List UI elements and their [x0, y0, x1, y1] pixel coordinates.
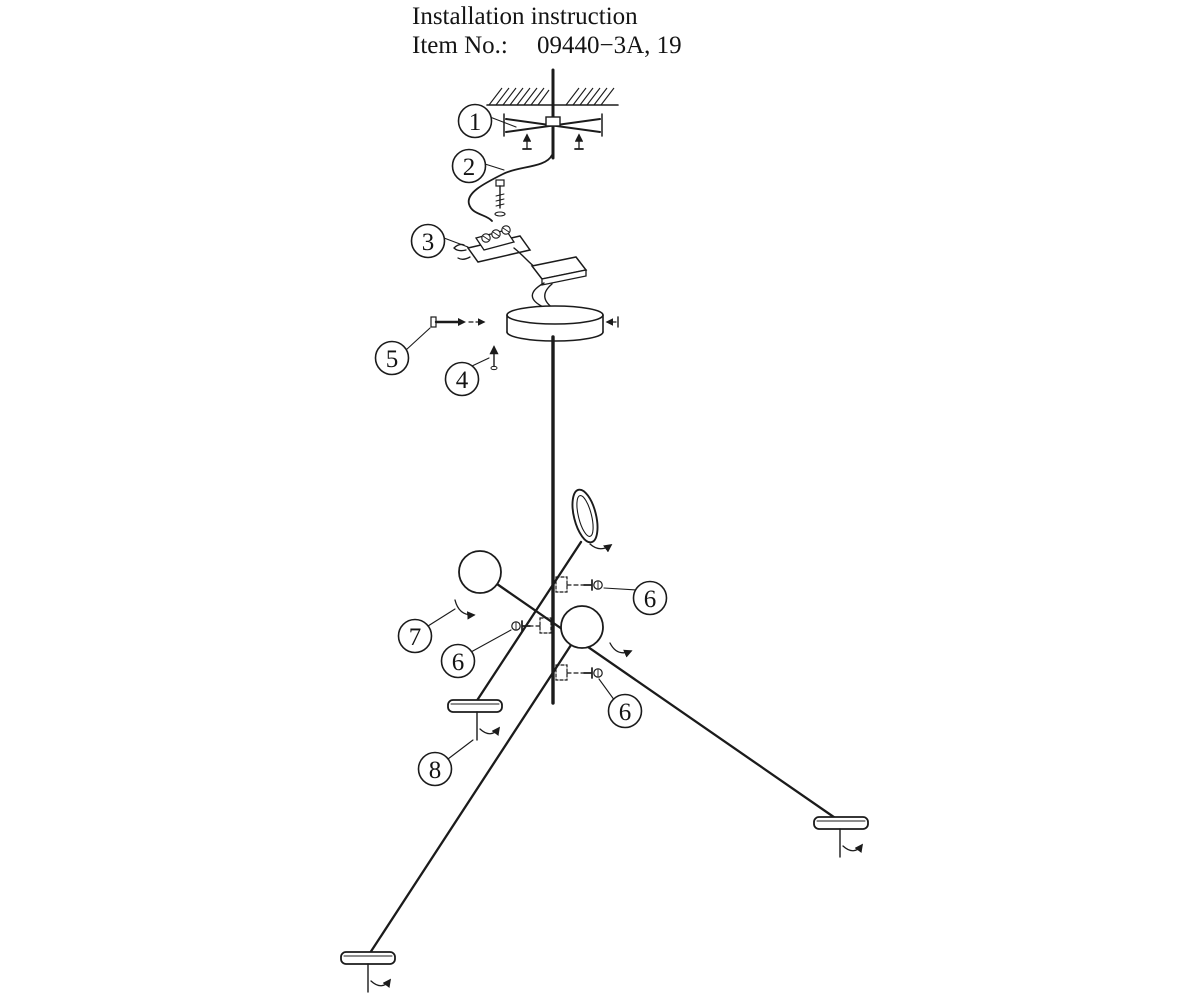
- callout-1-number: 1: [469, 109, 482, 136]
- counterweight-2: [813, 816, 869, 858]
- callout-6c: 6: [598, 678, 643, 729]
- counterweight-3: [340, 951, 396, 993]
- arm-3: [366, 643, 573, 958]
- callout-2-number: 2: [463, 154, 476, 181]
- arm-2: [495, 582, 843, 824]
- arm-1: [474, 540, 583, 704]
- washer: [494, 211, 506, 217]
- callout-6a: 6: [603, 580, 668, 616]
- callout-3-leader: [443, 237, 469, 248]
- ceiling-hatch-left: [488, 87, 550, 106]
- callout-5-leader: [405, 327, 431, 351]
- callout-6b-leader: [470, 629, 512, 653]
- callout-3: 3: [410, 223, 469, 259]
- globe-2-rotate-arrow: [609, 642, 633, 658]
- callout-6b-number: 6: [452, 649, 465, 676]
- callout-8-leader: [447, 739, 474, 760]
- canopy: [506, 305, 604, 342]
- counterweight-1: [447, 699, 503, 741]
- locating-pin: [489, 345, 499, 371]
- bracket-screw-left: [522, 133, 532, 150]
- ceiling: [486, 87, 619, 106]
- driver-wire-1: [531, 282, 549, 310]
- callout-6a-number: 6: [644, 586, 657, 613]
- callout-5-number: 5: [386, 346, 399, 373]
- item-no-value: 09440−3A, 19: [537, 32, 682, 59]
- bracket-hub: [545, 116, 561, 127]
- pivot-screw-1: [555, 576, 603, 593]
- pivot-screw-2: [511, 617, 552, 634]
- callout-1-leader: [489, 116, 517, 128]
- mounting-bracket: [503, 113, 603, 150]
- callout-4-number: 4: [456, 367, 469, 394]
- power-wire: [467, 154, 553, 222]
- globe-1-rotate-arrow: [454, 599, 476, 620]
- callout-7: 7: [397, 608, 456, 654]
- callout-6c-number: 6: [619, 699, 632, 726]
- callout-2-leader: [484, 163, 505, 171]
- callout-7-leader: [427, 608, 456, 627]
- pivot-screw-3: [555, 664, 603, 681]
- callout-3-number: 3: [422, 229, 435, 256]
- callout-6b: 6: [440, 629, 512, 679]
- terminal-block: [453, 225, 537, 269]
- end-pin-1-arrow: [479, 726, 500, 736]
- callout-4-leader: [471, 357, 490, 367]
- ceiling-hatch-right: [565, 87, 615, 106]
- title-block: Installation instruction Item No.: 09440…: [412, 3, 682, 59]
- callout-1: 1: [457, 103, 517, 139]
- callout-6a-leader: [603, 587, 638, 591]
- callout-4: 4: [444, 357, 490, 397]
- bracket-screw-right: [574, 133, 584, 150]
- disc-shade: [571, 488, 599, 544]
- callout-8: 8: [417, 739, 474, 787]
- end-pin-2-arrow: [842, 843, 863, 853]
- item-no-label: Item No.:: [412, 32, 508, 59]
- callout-5: 5: [374, 327, 431, 376]
- terminal-screw: [494, 179, 506, 217]
- callout-6c-leader: [598, 678, 616, 702]
- canopy-screw: [430, 316, 486, 328]
- end-pin-3-arrow: [370, 978, 391, 988]
- globe-shade-2: [560, 605, 604, 649]
- callout-7-number: 7: [409, 624, 422, 651]
- globe-shade-1: [458, 550, 502, 594]
- doc-title: Installation instruction: [412, 3, 638, 30]
- canopy-screw-mark-right: [605, 316, 619, 328]
- driver-box: [530, 256, 588, 311]
- callout-8-number: 8: [429, 757, 442, 784]
- disc-rotate-arrow: [589, 543, 613, 553]
- callout-2: 2: [451, 148, 505, 184]
